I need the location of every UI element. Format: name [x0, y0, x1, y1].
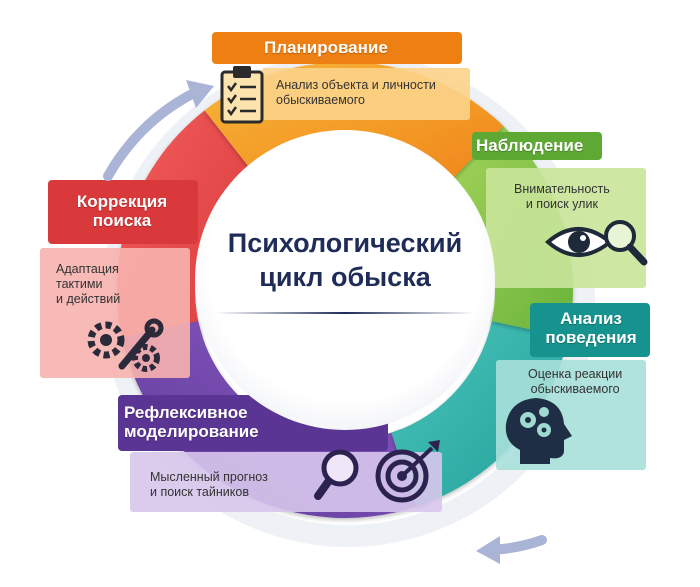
center-circle — [195, 130, 495, 430]
reflexive-desc: Мысленный прогноз и поиск тайников — [150, 470, 268, 500]
arrow-lower-right — [476, 535, 547, 564]
observation-desc-line1: Внимательность — [514, 182, 610, 196]
correction-desc-line1: Адаптация — [56, 262, 119, 276]
behavior-title: Анализ поведения — [538, 309, 644, 347]
head-gears-icon — [505, 398, 572, 464]
reflexive-desc-line2: и поиск тайников — [150, 485, 249, 499]
observation-title-band — [472, 132, 602, 160]
behavior-title-band — [530, 303, 650, 357]
planning-desc: Анализ объекта и личности обыскиваемого — [276, 78, 436, 108]
planning-title: Планирование — [264, 38, 388, 57]
reflexive-title-line1: Рефлексивное — [124, 403, 248, 422]
behavior-title-line2: поведения — [545, 328, 637, 347]
gears-wrench-icon — [87, 318, 164, 372]
center-title-line1: Психологический — [227, 228, 463, 258]
center-title: Психологический цикл обыска — [190, 226, 500, 294]
correction-title-line1: Коррекция — [76, 192, 168, 211]
behavior-desc-line1: Оценка реакции — [528, 367, 623, 381]
arrow-upper-left — [103, 80, 214, 181]
magnifier-target-icon — [314, 440, 440, 503]
center-title-line2: цикл обыска — [259, 262, 431, 292]
behavior-desc-line2: обыскиваемого — [530, 382, 620, 396]
correction-desc-line2: тактими — [56, 277, 103, 291]
observation-desc-line2: и поиск улик — [525, 197, 598, 211]
planning-desc-line2: обыскиваемого — [276, 93, 365, 107]
reflexive-desc-line1: Мысленный прогноз — [150, 470, 268, 484]
correction-desc: Адаптация тактими и действий — [56, 262, 120, 307]
reflexive-title-line2: моделирование — [124, 422, 259, 441]
center-divider — [215, 312, 475, 314]
reflexive-title: Рефлексивное моделирование — [124, 403, 259, 441]
planning-panel — [262, 68, 470, 120]
correction-title-band — [48, 180, 198, 244]
behavior-desc: Оценка реакции обыскиваемого — [528, 367, 622, 397]
correction-desc-line3: и действий — [56, 292, 121, 306]
observation-title: Наблюдение — [476, 136, 584, 155]
correction-title-line2: поиска — [92, 211, 152, 230]
behavior-title-line1: Анализ — [560, 309, 622, 328]
observation-desc: Внимательность и поиск улик — [514, 182, 610, 212]
reflexive-panel — [130, 452, 442, 512]
correction-panel — [40, 248, 190, 378]
correction-title: Коррекция поиска — [62, 192, 182, 230]
observation-panel — [486, 168, 646, 288]
planning-desc-line1: Анализ объекта и личности — [276, 78, 436, 92]
eye-magnifier-icon — [544, 220, 648, 266]
clipboard-checklist-icon — [220, 66, 264, 124]
planning-title-band — [212, 32, 462, 64]
